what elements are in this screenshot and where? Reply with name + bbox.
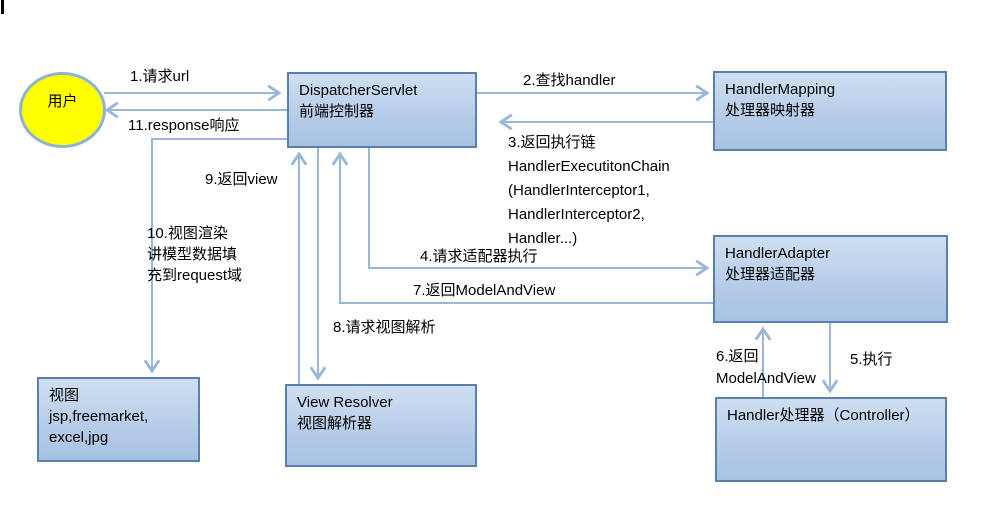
node-handler-line1: Handler处理器（Controller） [727, 407, 920, 424]
node-view-line1: 视图 [49, 387, 80, 404]
label-step3-line2: HandlerExecutitonChain [508, 158, 670, 175]
node-view: 视图 jsp,freemarket, excel,jpg [37, 377, 200, 462]
node-dispatcher-servlet-line1: DispatcherServlet [299, 82, 418, 99]
node-view-resolver-line2: 视图解析器 [297, 415, 373, 432]
arrow-step4-call-adapter [368, 148, 710, 277]
label-step3-line3: (HandlerInterceptor1, [508, 182, 650, 199]
label-step2: 2.查找handler [523, 72, 616, 89]
label-step10-line2: 讲模型数据填 [147, 246, 238, 263]
node-handler-adapter-line2: 处理器适配器 [725, 266, 816, 283]
label-step6: 6.返回 ModelAndView [716, 346, 816, 390]
label-step1: 1.请求url [130, 68, 190, 85]
label-step6-line2: ModelAndView [716, 370, 816, 387]
node-view-resolver: View Resolver 视图解析器 [285, 384, 477, 467]
node-handler-mapping: HandlerMapping 处理器映射器 [713, 71, 947, 151]
label-step10-line1: 10.视图渲染 [147, 225, 228, 242]
node-user-label: 用户 [47, 92, 78, 110]
label-step10-line3: 充到request域 [147, 267, 243, 284]
arrow-step10-render-view [143, 138, 287, 374]
label-step3-line1: 3.返回执行链 [508, 134, 596, 151]
label-step8: 8.请求视图解析 [333, 319, 436, 336]
node-user: 用户 [19, 72, 106, 148]
label-step10: 10.视图渲染 讲模型数据填 充到request域 [147, 223, 242, 286]
label-step3: 3.返回执行链 HandlerExecutitonChain (HandlerI… [508, 131, 670, 251]
label-step6-line1: 6.返回 [716, 348, 759, 365]
node-handler: Handler处理器（Controller） [715, 397, 947, 482]
node-dispatcher-servlet: DispatcherServlet 前端控制器 [287, 72, 477, 148]
label-step4: 4.请求适配器执行 [420, 248, 538, 265]
label-step11: 11.response响应 [128, 117, 240, 134]
node-view-resolver-line1: View Resolver [297, 394, 393, 411]
label-step3-line4: HandlerInterceptor2, [508, 206, 645, 223]
label-step3-line5: Handler...) [508, 230, 578, 247]
label-step7: 7.返回ModelAndView [413, 282, 556, 299]
label-step5: 5.执行 [850, 351, 893, 368]
arrow-step7-return-modelandview [331, 151, 713, 304]
node-handler-adapter: HandlerAdapter 处理器适配器 [713, 235, 948, 323]
node-handler-mapping-line2: 处理器映射器 [725, 102, 816, 119]
label-step9: 9.返回view [205, 171, 278, 188]
node-handler-adapter-line1: HandlerAdapter [725, 245, 831, 262]
node-view-line3: excel,jpg [49, 429, 109, 446]
node-view-line2: jsp,freemarket, [49, 408, 149, 425]
node-handler-mapping-line1: HandlerMapping [725, 81, 836, 98]
text-cursor-artifact [1, 0, 4, 14]
node-dispatcher-servlet-line2: 前端控制器 [299, 103, 375, 120]
